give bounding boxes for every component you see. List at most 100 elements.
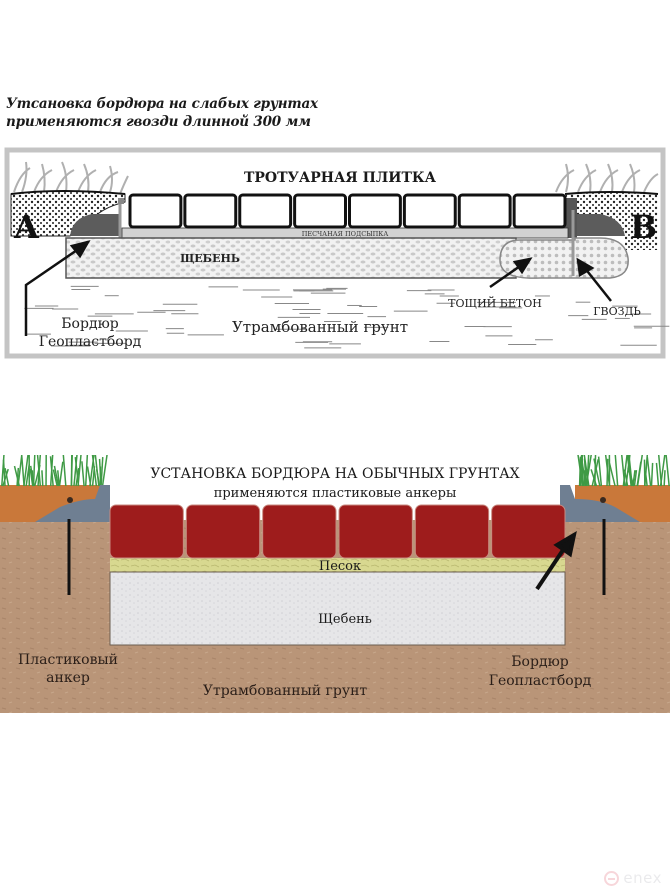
grass-blade xyxy=(608,463,616,487)
grass-blade xyxy=(633,470,638,487)
ground-label: Утрамбованный грунт xyxy=(203,683,368,699)
border-label-line1: Бордюр xyxy=(511,654,568,670)
grass-blade xyxy=(665,455,670,487)
ground-label: Утрамбованный грунт xyxy=(232,318,408,336)
grass-blade xyxy=(585,455,592,487)
grass-left-icon xyxy=(13,161,129,195)
paving-tile xyxy=(402,193,457,229)
paving-tile xyxy=(185,504,261,559)
grass-blade xyxy=(81,461,85,487)
grass-blade xyxy=(37,455,42,487)
paving-tile xyxy=(238,193,293,229)
grass-blade xyxy=(89,455,95,487)
grass-blade xyxy=(650,462,654,487)
paving-tile xyxy=(109,504,184,559)
grass-blade xyxy=(590,469,598,487)
sand-layer-label: ПЕСЧАНАЯ ПОДСЫПКА xyxy=(302,230,389,238)
grass-blade xyxy=(644,455,649,487)
top-section-title: Утсановка бордюра на слабых грунтах прим… xyxy=(6,95,318,131)
border-left xyxy=(35,485,110,522)
normal-soil-diagram: УСТАНОВКА БОРДЮРА НА ОБЫЧНЫХ ГРУНТАХ при… xyxy=(0,455,670,713)
grass-blade xyxy=(594,455,597,487)
nail-label: ГВОЗДЬ xyxy=(593,305,641,318)
anchor-label-line2: анкер xyxy=(46,670,90,686)
paving-tiles xyxy=(128,193,567,229)
paving-tile xyxy=(262,504,337,559)
gravel-label: ЩЕБЕНЬ xyxy=(180,252,240,265)
border-label-line2: Геопластборд xyxy=(39,334,142,350)
paving-tile xyxy=(338,504,413,559)
grass-blade xyxy=(646,456,652,487)
grass-blade xyxy=(604,455,611,487)
paving-tile xyxy=(183,193,238,229)
grass-blade xyxy=(62,455,67,487)
border-label-line1: Бордюр xyxy=(61,316,118,332)
grass-blade xyxy=(659,455,666,487)
paving-tile xyxy=(293,193,347,229)
grass-blade xyxy=(101,455,108,487)
grass-blade xyxy=(20,455,25,487)
sand-label: Песок xyxy=(319,559,361,574)
paving-tiles xyxy=(109,504,566,559)
lean-concrete-label: ТОЩИЙ БЕТОН xyxy=(448,296,542,310)
grass-blade xyxy=(49,456,54,487)
grass-blade xyxy=(100,457,104,487)
grass-blade xyxy=(2,459,6,487)
grass-blade xyxy=(614,455,619,487)
weak-soil-diagram: ПЕСЧАНАЯ ПОДСЫПКА ЩЕБЕНЬ ТРОТУАРНАЯ ПЛИТ… xyxy=(4,147,670,359)
paving-tile-heading: ТРОТУАРНАЯ ПЛИТКА xyxy=(244,170,437,186)
grass-blade xyxy=(84,455,89,487)
watermark-brand: enex xyxy=(623,869,662,887)
grass-blade xyxy=(663,470,666,487)
gravel-label: Щебень xyxy=(318,612,372,627)
arrow-icon xyxy=(535,530,577,591)
grass-blade xyxy=(53,465,60,487)
enex-logo-icon xyxy=(604,870,620,886)
gravel-layer xyxy=(109,571,566,646)
grass-blade xyxy=(91,455,98,487)
grass-blade xyxy=(58,461,64,487)
top-title-line1: Утсановка бордюра на слабых грунтах xyxy=(6,96,318,112)
grass-blade xyxy=(655,462,660,487)
grass-blade xyxy=(77,455,82,487)
grass-blade xyxy=(622,455,628,487)
sand-layer xyxy=(110,558,565,572)
arrow-icon xyxy=(24,240,612,336)
grass-blade xyxy=(41,470,44,487)
border-right xyxy=(560,485,640,522)
paving-tile xyxy=(128,193,183,229)
paving-tile xyxy=(457,193,512,229)
grass-blade xyxy=(623,469,629,487)
marker-b: B xyxy=(630,208,657,246)
paving-tile xyxy=(491,504,566,559)
grass-icon xyxy=(1,455,670,487)
top-title-line2: применяются гвозди длинной 300 мм xyxy=(6,114,311,130)
grass-blade xyxy=(29,465,35,487)
paving-tile xyxy=(512,193,567,229)
anchor-label-line1: Пластиковый xyxy=(18,652,118,668)
bottom-title-line1: УСТАНОВКА БОРДЮРА НА ОБЫЧНЫХ ГРУНТАХ xyxy=(150,466,519,482)
lean-concrete xyxy=(499,237,629,279)
grass-blade xyxy=(597,456,603,487)
gravel-layer xyxy=(65,237,517,279)
border-right xyxy=(568,198,625,236)
grass-blade xyxy=(4,468,10,487)
grass-right-icon xyxy=(555,163,659,193)
grass-blade xyxy=(2,468,9,487)
grass-blade xyxy=(636,455,643,487)
grass-blade xyxy=(52,469,58,487)
paving-tile xyxy=(348,193,402,229)
grass-blade xyxy=(632,470,636,487)
border-left xyxy=(70,214,120,236)
topsoil-right xyxy=(565,192,658,250)
grass-blade xyxy=(620,455,626,487)
grass-blade xyxy=(95,469,101,487)
grass-blade xyxy=(581,461,587,487)
marker-a: A xyxy=(13,208,40,246)
grass-blade xyxy=(13,465,21,487)
grass-blade xyxy=(579,468,585,487)
grass-blade xyxy=(593,458,601,487)
grass-blade xyxy=(583,455,590,487)
paving-tile xyxy=(414,504,490,559)
bottom-title-line2: применяются пластиковые анкеры xyxy=(214,486,457,501)
